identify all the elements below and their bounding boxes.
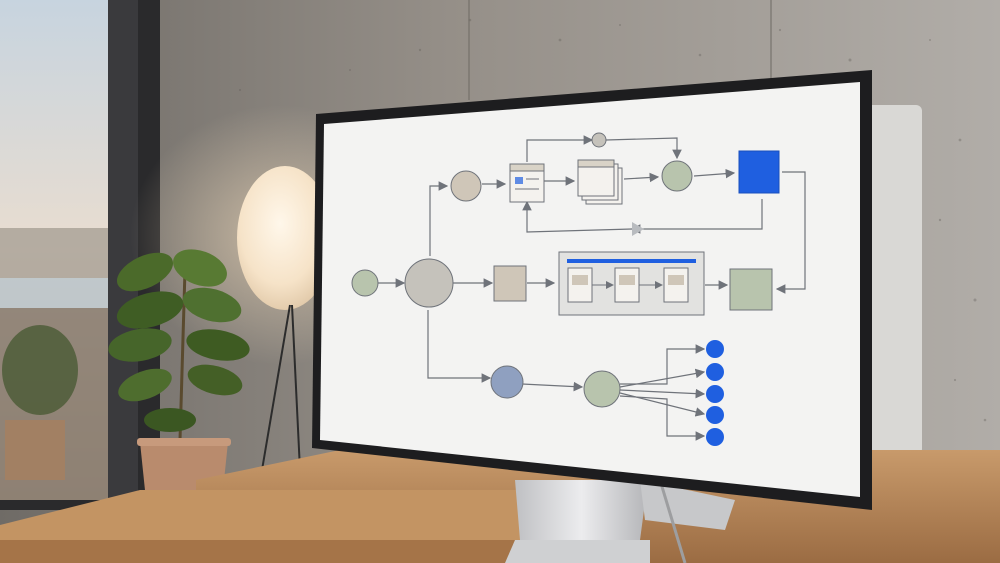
document-node (509, 163, 545, 203)
highlight-node (738, 150, 780, 194)
flowchart-diagram (351, 132, 806, 446)
loop-arrowhead (632, 222, 644, 236)
edge (429, 181, 449, 256)
plant-pot-rim (137, 438, 231, 446)
output-dot (706, 363, 724, 381)
fanout-outputs (706, 340, 724, 446)
front-desk-edge (0, 540, 560, 563)
lamp-leg (291, 304, 301, 471)
hub-node (404, 258, 454, 308)
lamp-leg (261, 304, 291, 471)
edge (427, 310, 492, 383)
edge (526, 135, 594, 162)
output-dot (706, 385, 724, 403)
wall-texture (238, 18, 987, 422)
edge (623, 172, 660, 183)
rear-monitor (860, 105, 922, 455)
lower-branch-node (490, 365, 524, 399)
output-dot (706, 340, 724, 358)
balcony-plant (2, 325, 78, 415)
small-loop-node (591, 132, 607, 148)
top-branch-node (450, 170, 482, 202)
middle-square-node (493, 265, 527, 302)
edge (775, 171, 806, 294)
monitor-cable (658, 479, 687, 563)
fiddle-leaf-plant (108, 249, 250, 441)
edge (521, 381, 584, 392)
edge (605, 137, 682, 160)
monitor-stand-foot (505, 540, 650, 563)
process-step (663, 267, 689, 303)
water (0, 278, 110, 308)
edge (693, 168, 736, 179)
paper-lamp (237, 166, 333, 310)
monitor-stand-neck (515, 480, 648, 540)
edge (620, 344, 706, 385)
wall-panel-seam (468, 0, 470, 100)
stacked-documents-node (577, 159, 623, 205)
start-node (351, 269, 379, 297)
output-dot (706, 406, 724, 424)
wall-panel-seam (770, 0, 772, 80)
output-dot (706, 428, 724, 446)
edge (619, 388, 706, 399)
edge (619, 392, 706, 417)
edge (522, 200, 633, 233)
edge (630, 199, 763, 234)
merge-node (661, 160, 693, 192)
fanout-node (583, 370, 621, 408)
balcony-pot (5, 420, 65, 480)
edge (619, 368, 706, 388)
distant-city (0, 228, 110, 278)
process-group (558, 251, 705, 316)
end-square-node (729, 268, 773, 311)
process-step (567, 267, 593, 303)
edge (619, 395, 706, 441)
process-step (614, 267, 640, 303)
